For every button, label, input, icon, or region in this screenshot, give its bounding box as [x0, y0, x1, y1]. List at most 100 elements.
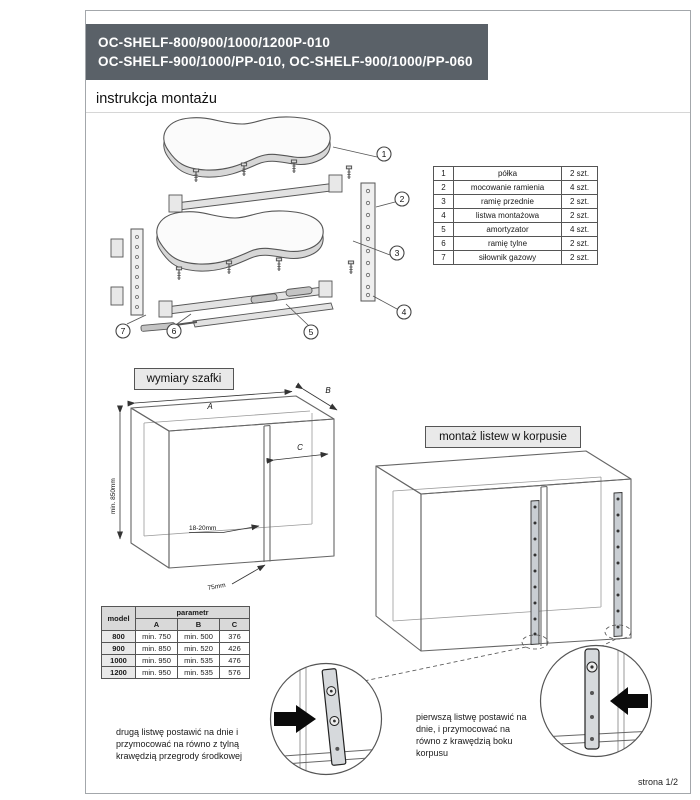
detail-circle-right: [539, 644, 653, 758]
shelf-top: [163, 116, 331, 178]
mounting-rail-side: [613, 492, 623, 637]
part-qty: 2 szt.: [561, 236, 598, 251]
dim-b-cell: min. 520: [177, 642, 220, 655]
svg-text:1: 1: [382, 149, 387, 159]
dim-b-cell: min. 535: [177, 666, 220, 679]
dampers: [250, 286, 313, 304]
part-name: siłownik gazowy: [453, 250, 562, 265]
svg-text:A: A: [206, 402, 212, 411]
title-divider: [86, 112, 690, 113]
dimension-bottom-offset: 75mm: [207, 564, 266, 592]
col-b-header: B: [177, 618, 220, 631]
callout-3: 3: [352, 240, 405, 261]
part-qty: 2 szt.: [561, 166, 598, 181]
front-arms: [168, 174, 343, 213]
model-cell: 900: [101, 642, 136, 655]
dim-c-cell: 576: [219, 666, 250, 679]
push-arrow-icon: [274, 705, 316, 733]
svg-text:B: B: [325, 386, 331, 395]
manual-page: OC-SHELF-800/900/1000/1200P-010 OC-SHELF…: [85, 10, 691, 794]
svg-text:75mm: 75mm: [207, 582, 226, 592]
dimension-a: A: [127, 389, 293, 411]
dim-c-cell: 476: [219, 654, 250, 667]
part-qty: 2 szt.: [561, 208, 598, 223]
part-number: 4: [433, 208, 454, 223]
dims-row: 1000 min. 950 min. 535 476: [101, 654, 250, 667]
callout-6: 6: [166, 313, 192, 339]
dim-c-cell: 376: [219, 630, 250, 643]
parts-row: 5 amortyzator 4 szt.: [433, 222, 598, 237]
part-name: półka: [453, 166, 562, 181]
dim-c-cell: 426: [219, 642, 250, 655]
shelf-bottom: [156, 210, 324, 272]
svg-text:C: C: [297, 443, 303, 452]
callout-4: 4: [372, 295, 412, 320]
rail-mounting-diagram: [269, 450, 653, 776]
dimension-c: C: [266, 443, 329, 464]
svg-text:6: 6: [172, 326, 177, 336]
col-c-header: C: [219, 618, 250, 631]
part-qty: 4 szt.: [561, 222, 598, 237]
dims-row: 800 min. 750 min. 500 376: [101, 630, 250, 643]
dim-a-cell: min. 850: [135, 642, 178, 655]
rail-detail-right: [541, 646, 651, 756]
svg-text:18-20mm: 18-20mm: [189, 525, 216, 532]
dim-b-cell: min. 500: [177, 630, 220, 643]
part-name: ramię przednie: [453, 194, 562, 209]
part-number: 3: [433, 194, 454, 209]
part-name: ramię tylne: [453, 236, 562, 251]
section-label-cabinet-dimensions: wymiary szafki: [134, 368, 234, 390]
dim-a-cell: min. 950: [135, 666, 178, 679]
rail-detail-left: [271, 664, 381, 774]
parts-row: 4 listwa montażowa 2 szt.: [433, 208, 598, 223]
dims-row: 1200 min. 950 min. 535 576: [101, 666, 250, 679]
svg-text:7: 7: [121, 326, 126, 336]
dimension-b: B: [295, 382, 338, 411]
detail-marker-left: [521, 634, 549, 650]
svg-text:5: 5: [309, 327, 314, 337]
callout-7: 7: [115, 314, 147, 339]
model-cell: 800: [101, 630, 136, 643]
dim-b-cell: min. 535: [177, 654, 220, 667]
parts-row: 1 półka 2 szt.: [433, 166, 598, 181]
push-arrow-icon: [610, 687, 648, 715]
note-second-rail: drugą listwę postawić na dnie i przymoco…: [116, 727, 243, 762]
part-number: 1: [433, 166, 454, 181]
parts-table: 1 półka 2 szt. 2 mocowanie ramienia 4 sz…: [433, 166, 598, 265]
section-label-rail-mounting: montaż listew w korpusie: [425, 426, 581, 448]
detail-circle-left: [269, 662, 383, 776]
detail-leader-left: [363, 646, 527, 682]
dim-a-cell: min. 950: [135, 654, 178, 667]
parts-row: 3 ramię przednie 2 szt.: [433, 194, 598, 209]
part-number: 5: [433, 222, 454, 237]
mounting-rail-divider: [530, 500, 540, 645]
dimension-min-height: min. 850mm: [110, 405, 123, 540]
mounting-strip-right: [360, 182, 376, 302]
dim-a-cell: min. 750: [135, 630, 178, 643]
part-qty: 2 szt.: [561, 250, 598, 265]
parts-row: 6 ramię tylne 2 szt.: [433, 236, 598, 251]
model-header-cell: model: [101, 606, 136, 631]
svg-text:4: 4: [402, 307, 407, 317]
svg-text:3: 3: [395, 248, 400, 258]
model-cell: 1000: [101, 654, 136, 667]
param-header-cell: parametr: [135, 606, 250, 619]
note-first-rail: pierwszą listwę postawić na dnie, i przy…: [416, 712, 527, 759]
part-number: 6: [433, 236, 454, 251]
detail-marker-right: [604, 624, 632, 640]
page-number: strona 1/2: [637, 777, 678, 787]
model-line-2: OC-SHELF-900/1000/PP-010, OC-SHELF-900/1…: [98, 54, 473, 69]
dims-row: 900 min. 850 min. 520 426: [101, 642, 250, 655]
part-number: 2: [433, 180, 454, 195]
page-title: instrukcja montażu: [96, 91, 217, 107]
callout-1: 1: [332, 146, 392, 162]
svg-text:min. 850mm: min. 850mm: [110, 478, 117, 514]
part-number: 7: [433, 250, 454, 265]
part-name: listwa montażowa: [453, 208, 562, 223]
model-dimensions-table: model parametr A B C 800 min. 750 min. 5…: [101, 606, 250, 679]
part-name: mocowanie ramienia: [453, 180, 562, 195]
callout-2: 2: [375, 191, 410, 208]
parts-row: 7 siłownik gazowy 2 szt.: [433, 250, 598, 265]
dimension-divider-gap: 18-20mm: [189, 524, 260, 533]
svg-text:2: 2: [400, 194, 405, 204]
